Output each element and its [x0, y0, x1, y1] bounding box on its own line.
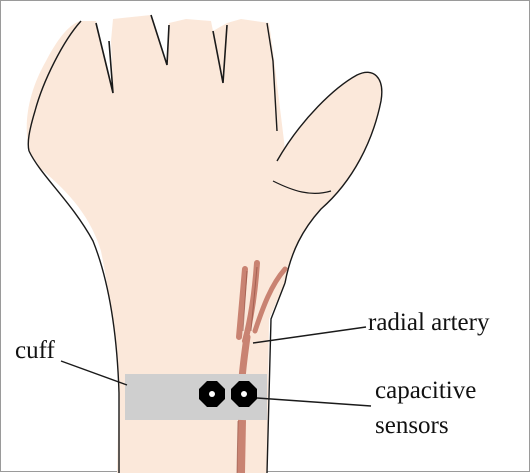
label-radial-artery: radial artery [368, 310, 489, 335]
label-capacitive: capacitive [375, 378, 476, 403]
leader-capacitive-sensors [257, 398, 371, 406]
label-cuff: cuff [15, 338, 55, 363]
radial-artery-lower [241, 420, 242, 473]
label-sensors: sensors [375, 413, 449, 438]
